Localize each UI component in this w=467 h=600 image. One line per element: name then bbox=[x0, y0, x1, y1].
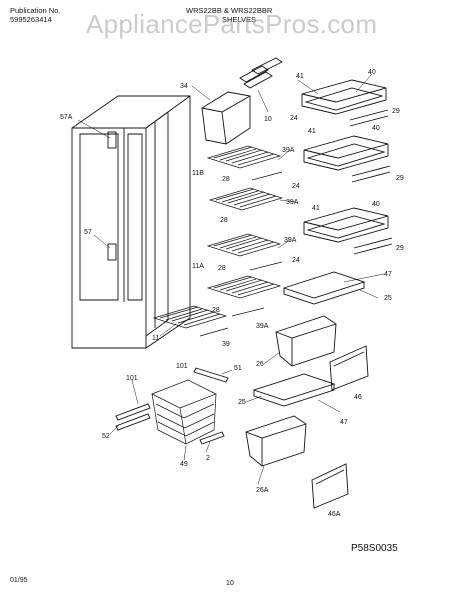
hinge-57a bbox=[107, 131, 117, 149]
part-label: 28 bbox=[220, 217, 228, 224]
part-label: 28 bbox=[218, 265, 226, 272]
part-label: 52 bbox=[102, 433, 110, 440]
part-label: 46A bbox=[328, 511, 341, 518]
glass-shelf-lower bbox=[303, 207, 393, 255]
page-number: 10 bbox=[226, 580, 234, 587]
part-label: 47 bbox=[384, 271, 392, 278]
part-label: 29 bbox=[396, 175, 404, 182]
part-label: 11A bbox=[192, 263, 204, 270]
slide-rail-51 bbox=[193, 367, 229, 383]
part-label: 40 bbox=[372, 201, 380, 208]
model-number: WRS22BB & WRS22BBR bbox=[186, 6, 273, 15]
slide-rail-52 bbox=[115, 403, 151, 431]
drawer-front-46 bbox=[329, 345, 369, 391]
part-label: 29 bbox=[396, 245, 404, 252]
part-label: 24 bbox=[292, 257, 300, 264]
crisper-drawer-upper bbox=[275, 315, 337, 367]
crisper-drawer-lower bbox=[245, 415, 307, 467]
part-label: 57 bbox=[84, 229, 92, 236]
hinge-57 bbox=[107, 243, 117, 261]
part-label: 34 bbox=[180, 83, 188, 90]
part-label: 2 bbox=[206, 455, 210, 462]
crisper-cover-lower bbox=[252, 373, 336, 407]
part-label: 26 bbox=[256, 361, 264, 368]
part-label: 101 bbox=[176, 363, 188, 370]
part-label: 26A bbox=[256, 487, 269, 494]
footer-date: 01/95 bbox=[10, 577, 28, 584]
part-label: 10 bbox=[264, 116, 272, 123]
publication-label: Publication No. bbox=[10, 6, 61, 15]
ice-bucket bbox=[201, 91, 251, 145]
wire-shelf-11a-top bbox=[206, 233, 283, 271]
part-label: 24 bbox=[290, 115, 298, 122]
glass-shelf-middle bbox=[303, 135, 391, 183]
section-title: SHELVES bbox=[222, 15, 257, 24]
part-label: 25 bbox=[384, 295, 392, 302]
crisper-cover-upper bbox=[282, 271, 366, 305]
part-label: 25 bbox=[238, 399, 246, 406]
drawer-front-46a bbox=[311, 463, 349, 509]
part-label: 40 bbox=[372, 125, 380, 132]
part-label: 41 bbox=[308, 128, 316, 135]
part-label: 24 bbox=[292, 183, 300, 190]
shelf-clips bbox=[239, 57, 283, 89]
part-label: 39A bbox=[286, 199, 299, 206]
part-label: 51 bbox=[234, 365, 242, 372]
part-label: 49 bbox=[180, 461, 188, 468]
part-label: 11B bbox=[192, 170, 204, 177]
part-label: 47 bbox=[340, 419, 348, 426]
part-label: 29 bbox=[392, 108, 400, 115]
glass-shelf-upper bbox=[301, 79, 389, 127]
slide-rail-2 bbox=[199, 431, 225, 445]
wire-shelf-11b-bottom bbox=[208, 187, 284, 211]
watermark-logo: AppliancePartsPros.com bbox=[86, 9, 378, 39]
part-label: 46 bbox=[354, 394, 362, 401]
wire-shelf-11b-top bbox=[206, 145, 283, 181]
part-label: 57A bbox=[60, 114, 73, 121]
cabinet-liner bbox=[71, 95, 191, 349]
part-label: 11 bbox=[152, 335, 159, 342]
part-label: 28 bbox=[222, 176, 230, 183]
figure-code: P58S0035 bbox=[351, 543, 398, 554]
leader-lines bbox=[77, 73, 385, 485]
wire-shelf-11a-bottom bbox=[206, 275, 282, 317]
publication-number: 5995263414 bbox=[10, 15, 52, 24]
wire-basket bbox=[151, 379, 217, 445]
part-label: 39A bbox=[284, 237, 297, 244]
part-label: 39A bbox=[256, 323, 269, 330]
part-label: 40 bbox=[368, 69, 376, 76]
part-label: 28 bbox=[212, 307, 220, 314]
part-label: 101 bbox=[126, 375, 138, 382]
part-label: 39A bbox=[282, 147, 295, 154]
part-label: 41 bbox=[296, 73, 304, 80]
part-label: 39 bbox=[222, 341, 230, 348]
part-callouts: 57A 34 10 41 40 24 29 39A 11B 28 28 39A … bbox=[60, 69, 404, 518]
part-label: 41 bbox=[312, 205, 320, 212]
